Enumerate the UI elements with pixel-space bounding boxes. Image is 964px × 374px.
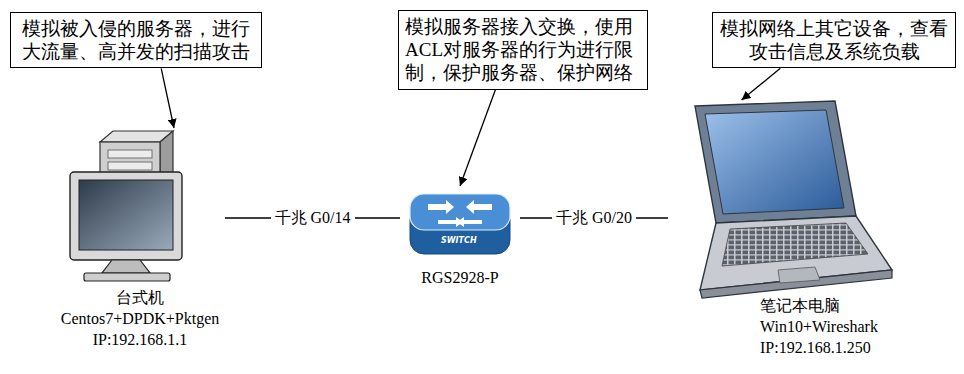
callout-box: 模拟服务器接入交换，使用ACL对服务器的行为进行限制，保护服务器、保护网络 (398, 10, 648, 90)
text-holder: 模拟网络上其它设备，查看攻击信息及系统负载 (719, 17, 949, 63)
callout-box: 模拟网络上其它设备，查看攻击信息及系统负载 (712, 12, 956, 68)
laptop-node: 笔记本电脑Win10+WiresharkIP:192.168.1.250 (668, 100, 898, 358)
desktop-node: 台式机Centos7+DPDK+PktgenIP:192.168.1.1 (55, 128, 225, 350)
icon-area (668, 100, 898, 296)
node-text: 笔记本电脑 (760, 296, 898, 317)
laptop-computer (695, 101, 892, 298)
node-text: RGS2928-P (400, 268, 520, 289)
device-label: SWITCH (441, 236, 477, 245)
text-holder: 模拟被入侵的服务器，进行大流量、高并发的扫描攻击 (17, 17, 255, 63)
text-holder: 模拟服务器接入交换，使用ACL对服务器的行为进行限制，保护服务器、保护网络 (405, 15, 641, 85)
connector-line (742, 68, 781, 100)
text-holder: 台式机Centos7+DPDK+PktgenIP:192.168.1.1 (55, 288, 225, 350)
icon-area (55, 128, 225, 288)
callout-box: 模拟被入侵的服务器，进行大流量、高并发的扫描攻击 (10, 12, 262, 68)
desktop-computer (70, 131, 182, 281)
link-label: 千兆 G0/14 (271, 208, 355, 229)
text-holder: RGS2928-P (400, 268, 520, 289)
network-switch (410, 194, 510, 254)
node-text: 台式机 (55, 288, 225, 309)
node-text: 模拟服务器接入交换，使用ACL对服务器的行为进行限制，保护服务器、保护网络 (405, 15, 641, 85)
icon-area (400, 186, 520, 268)
node-text: IP:192.168.1.1 (55, 330, 225, 351)
node-text: Centos7+DPDK+Pktgen (55, 309, 225, 330)
text-holder: 笔记本电脑Win10+WiresharkIP:192.168.1.250 (668, 296, 898, 358)
connector-line (161, 68, 174, 128)
node-text: 模拟网络上其它设备，查看攻击信息及系统负载 (719, 17, 949, 63)
node-text: IP:192.168.1.250 (760, 338, 898, 359)
node-text: 模拟被入侵的服务器，进行大流量、高并发的扫描攻击 (17, 17, 255, 63)
node-text: Win10+Wireshark (760, 317, 898, 338)
link-label: 千兆 G0/20 (552, 208, 636, 229)
connector-line (460, 90, 496, 186)
